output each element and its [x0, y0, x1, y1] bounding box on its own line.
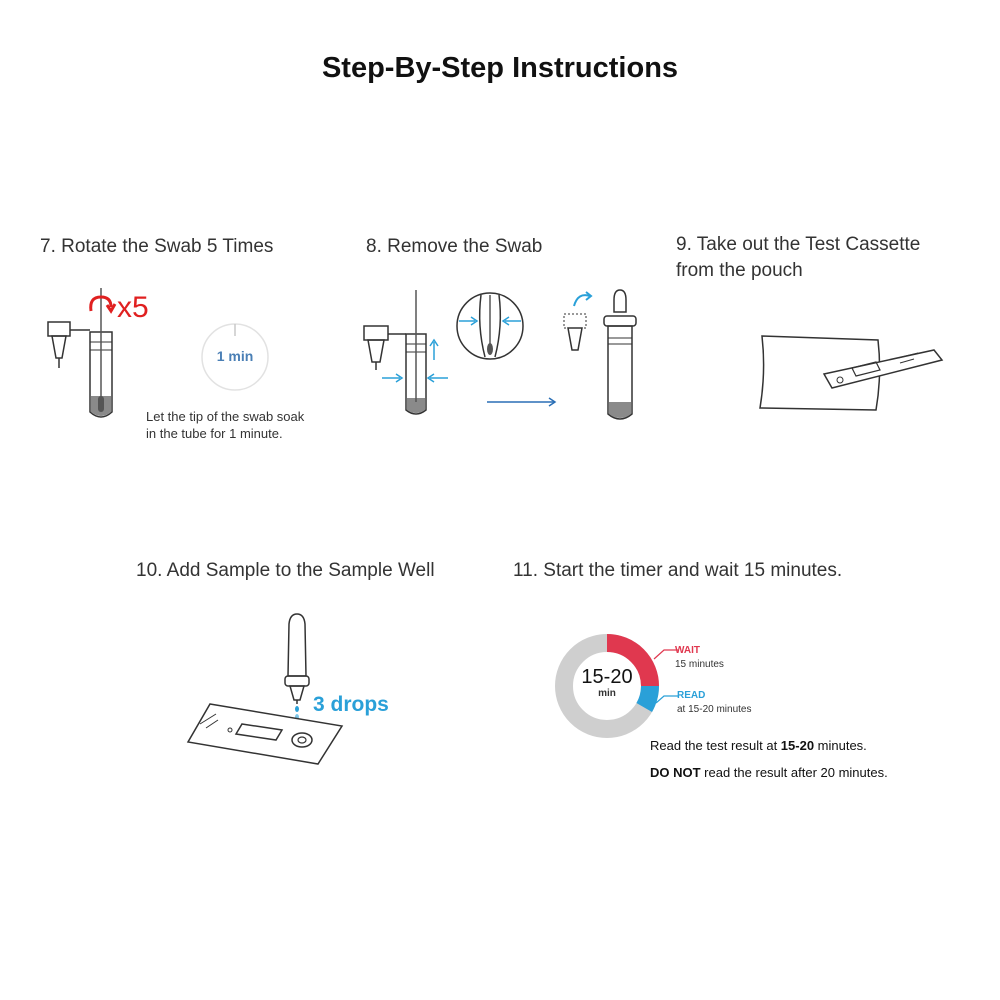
- squeeze-detail-icon: [456, 292, 524, 360]
- read-label: READ: [677, 690, 706, 701]
- wait-leader-line: [653, 649, 678, 660]
- wait-sub-label: 15 minutes: [675, 659, 724, 670]
- step-7-caption: Let the tip of the swab soak in the tube…: [146, 409, 305, 441]
- dropper-illustration: [284, 613, 310, 720]
- next-arrow-icon: [487, 397, 557, 407]
- one-minute-clock-icon: [201, 323, 269, 391]
- result-note-1-prefix: Read the test result at: [650, 738, 781, 753]
- step-8-tube-illustration: [363, 290, 448, 415]
- step-7-tube-illustration: [47, 288, 113, 418]
- read-sub-label: at 15-20 minutes: [677, 704, 752, 715]
- test-cassette-illustration: [186, 703, 344, 765]
- timer-unit-label: min: [598, 688, 616, 699]
- capped-tube-illustration: [563, 289, 637, 420]
- timer-center-label: 15-20: [581, 666, 633, 688]
- timer-ring-chart: [555, 634, 659, 738]
- result-note-1-bold: 15-20: [780, 738, 815, 753]
- one-minute-label: 1 min: [216, 348, 254, 364]
- step-8-title: 8. Remove the Swab: [366, 236, 543, 257]
- page-title: Step-By-Step Instructions: [321, 52, 679, 84]
- timer-read-arc: [636, 685, 659, 712]
- step-9-title: 9. Take out the Test Cassette from the p…: [676, 234, 921, 281]
- rotate-count: x5: [117, 291, 149, 324]
- drops-label: 3 drops: [313, 693, 389, 716]
- result-note-2: DO NOT read the result after 20 minutes.: [650, 765, 888, 780]
- step-11-title: 11. Start the timer and wait 15 minutes.: [513, 560, 843, 581]
- result-note-1-suffix: minutes.: [814, 738, 867, 753]
- step-7-title: 7. Rotate the Swab 5 Times: [40, 236, 274, 257]
- wait-label: WAIT: [675, 645, 700, 656]
- step-10-title: 10. Add Sample to the Sample Well: [136, 560, 435, 581]
- result-note-1: Read the test result at 15-20 minutes.: [650, 738, 867, 753]
- result-note-2-suffix: read the result after 20 minutes.: [700, 765, 888, 780]
- pouch-cassette-illustration: [759, 335, 944, 411]
- read-leader-line: [655, 695, 678, 704]
- result-note-2-bold: DO NOT: [650, 765, 701, 780]
- timer-wait-arc: [606, 634, 659, 687]
- rotate-arrow-icon: [89, 295, 117, 314]
